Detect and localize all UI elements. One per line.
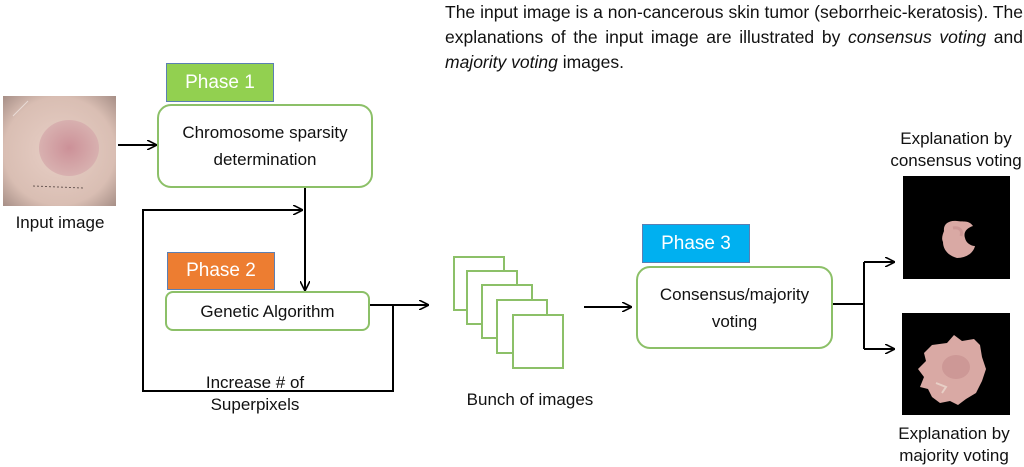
loop-label-line2: Superpixels xyxy=(210,395,300,414)
caption-text-1: The input image is a non-cancerous skin … xyxy=(445,2,1023,47)
phase3-tag: Phase 3 xyxy=(642,224,750,263)
majority-label-line1: Explanation by xyxy=(898,424,1010,443)
skin-lesion-image xyxy=(3,96,116,206)
caption-consensus-voting: consensus voting xyxy=(848,27,987,47)
phase3-box-line2: voting xyxy=(711,311,758,331)
bunch-label: Bunch of images xyxy=(466,390,594,409)
loop-label-line1: Increase # of xyxy=(205,373,305,392)
consensus-region xyxy=(942,220,975,258)
phase1-box-line2: determination xyxy=(213,150,317,169)
phase3-box-line1: Consensus/majority xyxy=(659,284,810,304)
phase1-box: Chromosome sparsity determination xyxy=(157,104,373,188)
genetic-algorithm-label: Genetic Algorithm xyxy=(200,301,335,321)
loop-label: Increase # of Superpixels xyxy=(190,372,320,416)
majority-region xyxy=(918,335,986,405)
caption-text-2: and xyxy=(986,27,1023,47)
caption-majority-voting: majority voting xyxy=(445,52,558,72)
input-image-label: Input image xyxy=(15,213,105,232)
consensus-label-line2: consensus voting xyxy=(890,151,1022,170)
figure-caption: The input image is a non-cancerous skin … xyxy=(445,0,1023,75)
consensus-output-label: Explanation by consensus voting xyxy=(888,128,1024,172)
phase2-tag: Phase 2 xyxy=(167,252,275,290)
majority-explanation-image xyxy=(902,313,1010,415)
phase2-tag-label: Phase 2 xyxy=(186,260,256,281)
caption-text-3: images. xyxy=(557,52,624,72)
loop-line xyxy=(142,209,394,392)
phase3-tag-label: Phase 3 xyxy=(661,232,731,254)
input-image xyxy=(3,96,116,206)
stack-card-5 xyxy=(512,314,564,369)
consensus-explanation-image xyxy=(903,176,1010,279)
phase1-box-line1: Chromosome sparsity xyxy=(182,123,348,142)
phase3-box: Consensus/majority voting xyxy=(636,266,833,349)
majority-output-label: Explanation by majority voting xyxy=(884,423,1024,467)
consensus-label-line1: Explanation by xyxy=(900,129,1012,148)
phase1-tag-label: Phase 1 xyxy=(185,71,255,93)
phase1-tag: Phase 1 xyxy=(166,63,274,102)
majority-label-line2: majority voting xyxy=(899,446,1009,465)
genetic-algorithm-box: Genetic Algorithm xyxy=(165,291,370,331)
